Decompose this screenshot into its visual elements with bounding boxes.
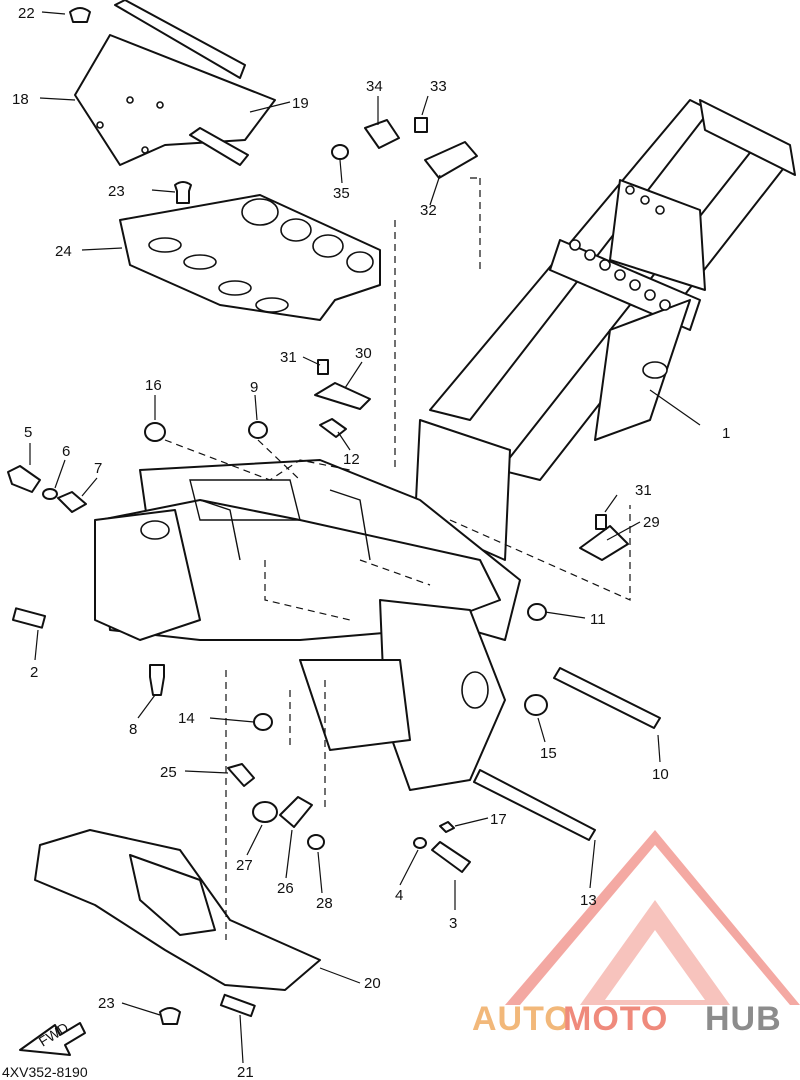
main-frame	[94, 99, 796, 791]
callouts: 1 2 3 4 5 6 7 8 9 10 11 12 13 14 15 16 1…	[12, 5, 730, 1080]
callout-31-right: 31	[635, 482, 652, 499]
callout-10: 10	[652, 766, 669, 783]
callout-6: 6	[62, 443, 70, 460]
drawing-code: 4XV352-8190	[2, 1064, 88, 1080]
callout-17: 17	[490, 811, 507, 828]
callout-26: 26	[277, 880, 294, 897]
callout-33: 33	[430, 78, 447, 95]
small-parts	[7, 7, 661, 1056]
callout-35: 35	[333, 185, 350, 202]
callout-1: 1	[722, 425, 730, 442]
callout-25: 25	[160, 764, 177, 781]
callout-27: 27	[236, 857, 253, 874]
watermark-text: AUTO MOTO HUB	[472, 1000, 782, 1038]
callout-19: 19	[292, 95, 309, 112]
callout-4: 4	[395, 887, 403, 904]
callout-3: 3	[449, 915, 457, 932]
cover-18	[74, 34, 276, 166]
callout-23-top: 22	[18, 5, 35, 22]
callout-24: 23	[108, 183, 125, 200]
callout-5: 5	[24, 424, 32, 441]
callout-29: 29	[643, 514, 660, 531]
callout-32: 32	[420, 202, 437, 219]
callout-23-bottom: 23	[98, 995, 115, 1012]
watermark-auto: AUTO	[472, 1000, 572, 1038]
callout-15: 15	[540, 745, 557, 762]
assembly-lines	[164, 177, 631, 940]
plate-22	[119, 194, 381, 321]
callout-12: 12	[343, 451, 360, 468]
callout-2: 2	[30, 664, 38, 681]
callout-8: 8	[129, 721, 137, 738]
callout-7: 7	[94, 460, 102, 477]
watermark-logo	[505, 830, 800, 1005]
callout-9: 9	[250, 379, 258, 396]
callout-11: 11	[590, 611, 606, 628]
callout-13: 13	[580, 892, 597, 909]
callout-31-mid: 31	[280, 349, 297, 366]
undercover-20	[34, 829, 321, 991]
callout-34: 34	[366, 78, 383, 95]
strip-19	[114, 0, 249, 166]
callout-28: 28	[316, 895, 333, 912]
callout-14: 14	[178, 710, 195, 727]
callout-30: 30	[355, 345, 372, 362]
callout-18: 18	[12, 91, 29, 108]
callout-22: 24	[55, 243, 72, 260]
watermark-hub: HUB	[705, 1000, 782, 1038]
callout-21: 21	[237, 1064, 254, 1080]
callout-16: 16	[145, 377, 162, 394]
watermark-moto: MOTO	[563, 1000, 668, 1038]
callout-20: 20	[364, 975, 381, 992]
leader-lines	[29, 11, 701, 1064]
